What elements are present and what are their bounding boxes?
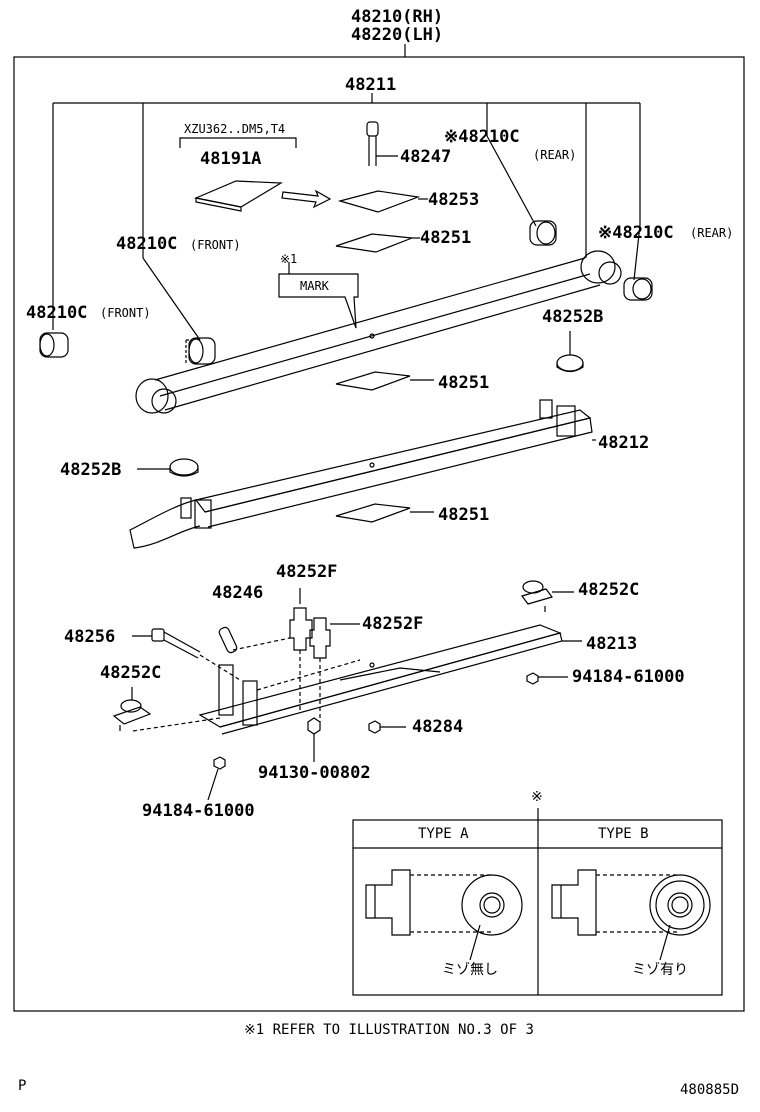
diagram-frame [13, 56, 745, 1012]
bushing-rear-right [623, 224, 653, 301]
bolt-48256 [132, 628, 241, 681]
part-48247: 48247 [400, 147, 452, 167]
part-48252b-left: 48252B [60, 460, 122, 480]
bushing-front-mid [142, 257, 216, 365]
cap-48252b-left [137, 458, 199, 477]
part-48210c-rear-top: ※48210C [444, 127, 520, 147]
pad-48251-low [335, 503, 411, 523]
variant-note: XZU362..DM5,T4 [184, 122, 286, 136]
variant-bracket [179, 137, 297, 148]
leaf-48211 [135, 250, 622, 414]
pad-48191a-edge [195, 197, 242, 212]
cap-48252b-right [556, 331, 584, 373]
nut-94130 [307, 717, 321, 762]
part-48210c-front-left: 48210C [26, 303, 88, 323]
part-48212: 48212 [598, 433, 650, 453]
part-48210c-front-left-sub: (FRONT) [100, 306, 151, 320]
assembly-rh-label: 48210(RH) [351, 7, 444, 27]
nut-48284 [368, 720, 406, 734]
ref-mark-1: ※1 [280, 252, 298, 266]
part-94130: 94130-00802 [258, 763, 371, 783]
part-48211: 48211 [345, 75, 397, 95]
type-b-caption: ミゾ有り [632, 962, 688, 978]
part-48252f-right: 48252F [362, 614, 424, 634]
bushing-type-b [551, 869, 711, 961]
leaf-48212 [129, 399, 596, 549]
cap-48252c-left [112, 687, 221, 732]
part-94184-left: 94184-61000 [142, 801, 255, 821]
part-48251-a: 48251 [420, 228, 472, 248]
leaf-48213 [198, 624, 582, 735]
bushing-front-left [39, 332, 69, 358]
part-48253: 48253 [428, 190, 480, 210]
pad-48251-mid [335, 371, 411, 391]
part-94184-right: 94184-61000 [572, 667, 685, 687]
assembly-dashed-lines [232, 637, 361, 722]
pad-48191a [193, 180, 284, 208]
assembly-lh-label: 48220(LH) [351, 25, 444, 45]
part-48210c-front-mid-sub: (FRONT) [190, 238, 241, 252]
part-48246: 48246 [212, 583, 264, 603]
part-48251-c: 48251 [438, 505, 490, 525]
bushing-rear-top [486, 135, 557, 246]
part-48252c-right: 48252C [578, 580, 640, 600]
part-48251-b: 48251 [438, 373, 490, 393]
nut-94184-left [207, 756, 226, 801]
type-b-title: TYPE B [598, 826, 649, 842]
part-48210c-rear-right-sub: (REAR) [690, 226, 734, 240]
part-48252f-top: 48252F [276, 562, 338, 582]
type-comparison-table [352, 808, 723, 996]
bushing-type-a [365, 869, 523, 961]
part-48210c-rear-right: ※48210C [598, 223, 674, 243]
mark-callout [278, 262, 359, 329]
type-a-title: TYPE A [418, 826, 469, 842]
spacer-48252f-top [289, 588, 313, 651]
bolt-48247 [366, 121, 398, 166]
footer-right-code: 480885D [680, 1082, 740, 1098]
nut-94184-right [526, 672, 568, 685]
part-48256: 48256 [64, 627, 116, 647]
assembly-48211-bracket [52, 93, 641, 330]
type-a-caption: ミゾ無し [442, 962, 498, 978]
part-48252c-left: 48252C [100, 663, 162, 683]
part-48210c-front-mid: 48210C [116, 234, 178, 254]
footer-left-code: P [18, 1078, 27, 1094]
part-48191a: 48191A [200, 149, 262, 169]
pad-48251-top [335, 233, 413, 253]
cap-48252c-right [521, 580, 574, 612]
mark-label: MARK [300, 279, 329, 293]
part-48252b-right: 48252B [542, 307, 604, 327]
pad-48253 [337, 190, 421, 213]
type-asterisk: ※ [531, 789, 543, 805]
footer-note: ※1 REFER TO ILLUSTRATION NO.3 OF 3 [244, 1022, 534, 1038]
arrow-icon [281, 189, 332, 209]
pin-48246 [218, 626, 238, 654]
spacer-48252f-right [309, 617, 360, 659]
part-48210c-rear-top-sub: (REAR) [533, 148, 577, 162]
part-48213: 48213 [586, 634, 638, 654]
part-48284: 48284 [412, 717, 464, 737]
